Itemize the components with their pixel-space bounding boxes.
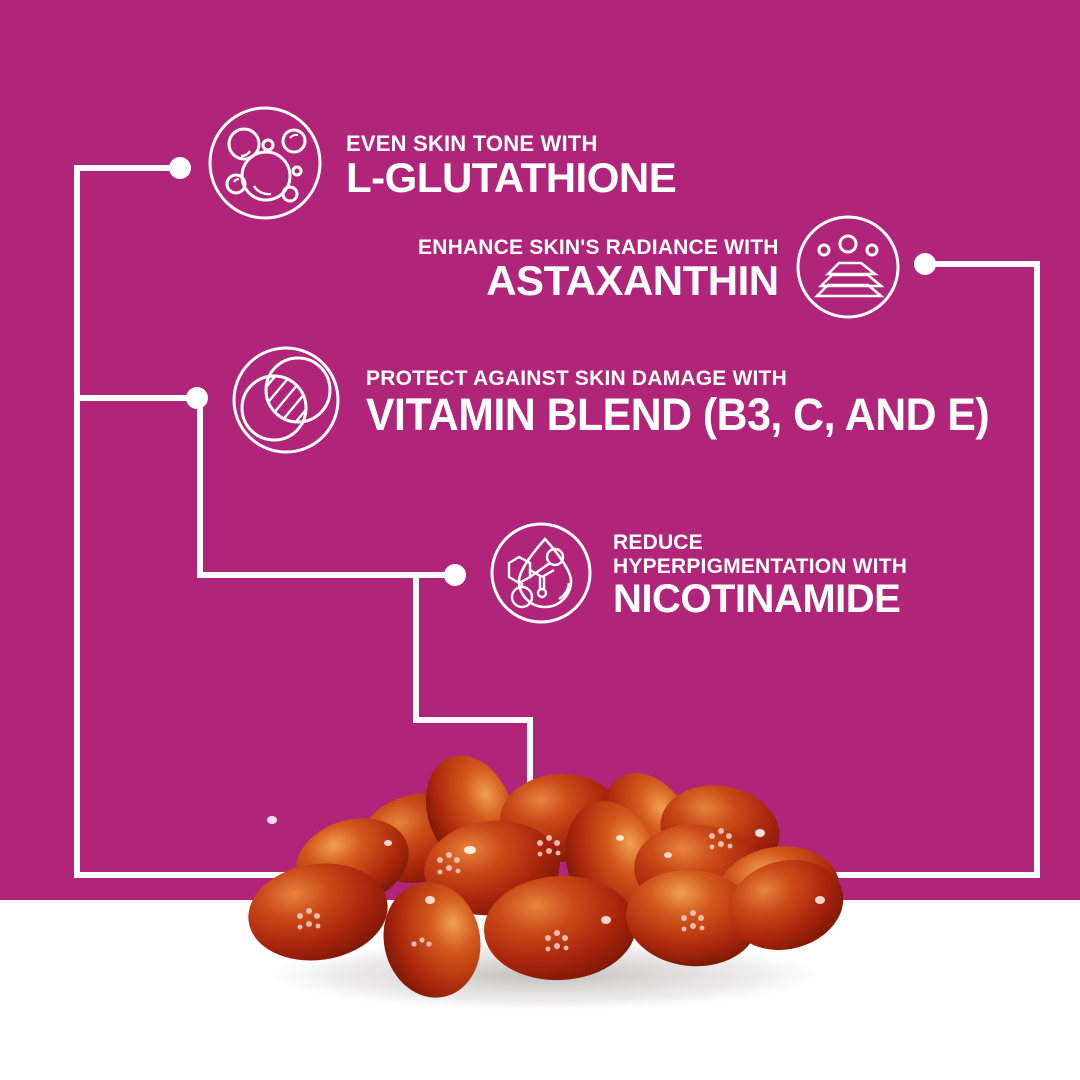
feature-kicker-line2: HYPERPIGMENTATION WITH <box>613 555 908 579</box>
feature-title: ASTAXANTHIN <box>486 257 779 305</box>
overlapping-circles-hatched-icon <box>230 344 342 461</box>
connector-dot-glutathione <box>169 157 191 179</box>
connector-center-drop <box>413 575 533 800</box>
feature-vitamin-blend: PROTECT AGAINST SKIN DAMAGE WITH VITAMIN… <box>230 344 1022 461</box>
feature-text-block: EVEN SKIN TONE WITH L-GLUTATHIONE <box>346 131 677 201</box>
feature-astaxanthin: ENHANCE SKIN'S RADIANCE WITH ASTAXANTHIN <box>418 214 901 325</box>
feature-kicker: EVEN SKIN TONE WITH <box>346 131 598 157</box>
feature-kicker-line1: REDUCE <box>613 530 703 554</box>
bubbles-circle-icon <box>206 104 324 227</box>
connector-dot-vitamin <box>186 387 208 409</box>
molecule-droplet-circle-icon <box>489 521 593 630</box>
feature-nicotinamide: REDUCE HYPERPIGMENTATION WITH NICOTINAMI… <box>489 521 907 630</box>
feature-text-block: PROTECT AGAINST SKIN DAMAGE WITH VITAMIN… <box>366 367 1022 437</box>
feature-title: L-GLUTATHIONE <box>346 153 677 201</box>
feature-kicker: PROTECT AGAINST SKIN DAMAGE WITH <box>366 367 787 391</box>
connector-dot-astaxanthin <box>914 253 936 275</box>
connector-dot-nicotinamide <box>444 564 466 586</box>
connector-left-trunk <box>74 165 340 878</box>
connector-nicotinamide-branch <box>197 398 455 578</box>
feature-l-glutathione: EVEN SKIN TONE WITH L-GLUTATHIONE <box>206 104 677 227</box>
connector-right-trunk <box>800 261 1040 878</box>
ingredient-benefits-panel <box>0 0 1080 900</box>
feature-title: VITAMIN BLEND (B3, C, AND E) <box>366 388 990 440</box>
feature-text-block: ENHANCE SKIN'S RADIANCE WITH ASTAXANTHIN <box>418 236 779 303</box>
feature-title: NICOTINAMIDE <box>613 577 901 622</box>
feature-text-block: REDUCE HYPERPIGMENTATION WITH NICOTINAMI… <box>613 531 907 621</box>
feature-kicker: ENHANCE SKIN'S RADIANCE WITH <box>418 235 779 259</box>
skin-layers-circle-icon <box>795 214 901 325</box>
